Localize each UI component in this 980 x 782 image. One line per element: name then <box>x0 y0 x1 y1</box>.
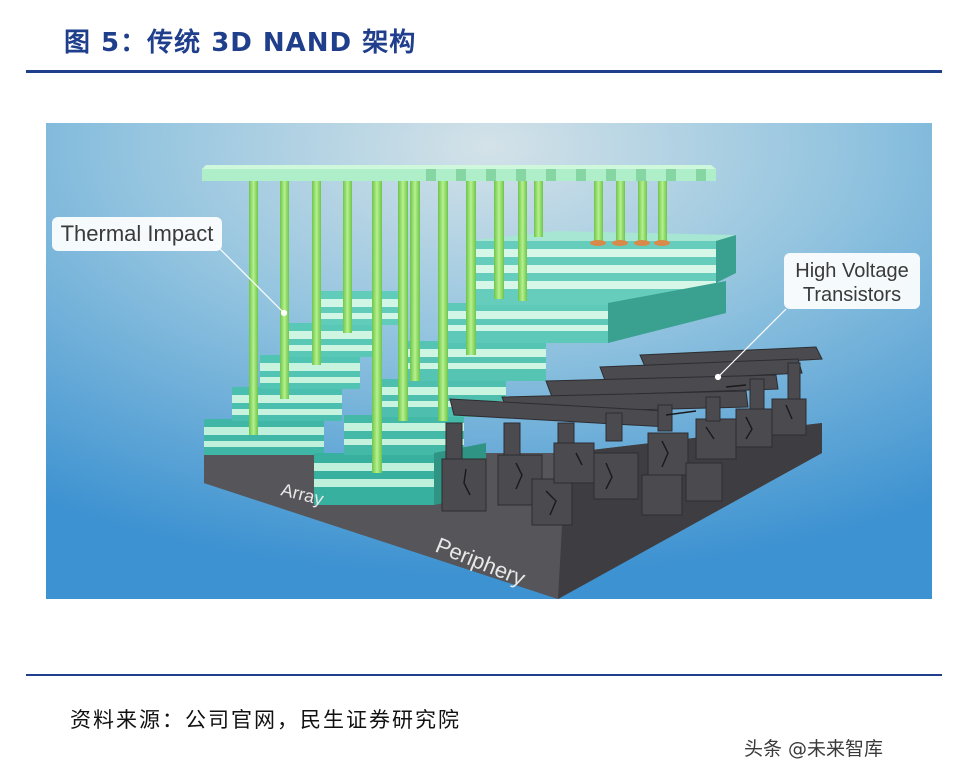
vertical-pillars <box>249 181 670 473</box>
figure-title: 图 5：传统 3D NAND 架构 <box>64 28 417 58</box>
periphery-transistors <box>441 346 823 526</box>
watermark: 头条 @未来智库 <box>744 738 884 760</box>
source-note: 资料来源：公司官网，民生证券研究院 <box>70 708 461 732</box>
title-divider <box>26 70 942 73</box>
crack-marks <box>463 384 793 516</box>
high-voltage-text-line1: High Voltage <box>795 260 908 282</box>
thermal-impact-text: Thermal Impact <box>61 221 214 246</box>
callout-lines <box>215 244 787 381</box>
high-voltage-label: High Voltage Transistors <box>784 253 920 309</box>
thermal-impact-label: Thermal Impact <box>52 217 222 251</box>
nand-architecture-figure: Thermal Impact High Voltage Transistors … <box>46 123 932 599</box>
footer-divider <box>26 674 942 676</box>
top-plate <box>202 165 716 181</box>
high-voltage-text-line2: Transistors <box>803 284 901 306</box>
